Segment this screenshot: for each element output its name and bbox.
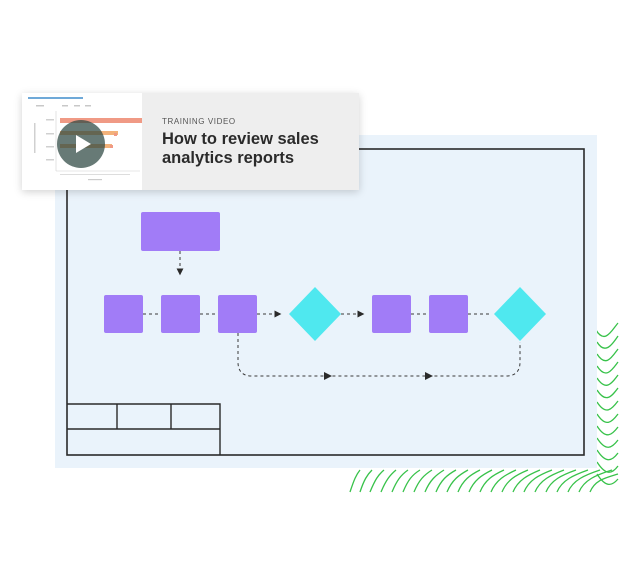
- process-node-top[interactable]: [141, 212, 220, 251]
- process-node-1[interactable]: [104, 295, 143, 333]
- video-thumbnail[interactable]: [22, 93, 142, 190]
- process-node-3[interactable]: [218, 295, 257, 333]
- title-block: [67, 403, 221, 455]
- training-video-card[interactable]: TRAINING VIDEO How to review sales analy…: [22, 93, 359, 190]
- video-card-text: TRAINING VIDEO How to review sales analy…: [162, 117, 359, 168]
- video-title[interactable]: How to review sales analytics reports: [162, 130, 319, 167]
- process-node-5[interactable]: [429, 295, 468, 333]
- decision-node-2[interactable]: [494, 287, 546, 341]
- play-icon: [76, 135, 91, 153]
- decision-node-1[interactable]: [289, 287, 341, 341]
- process-node-2[interactable]: [161, 295, 200, 333]
- video-eyebrow: TRAINING VIDEO: [162, 117, 236, 126]
- loop-arrow-1: [324, 372, 332, 380]
- play-button[interactable]: [57, 120, 105, 168]
- process-node-4[interactable]: [372, 295, 411, 333]
- loop-arrow-2: [425, 372, 433, 380]
